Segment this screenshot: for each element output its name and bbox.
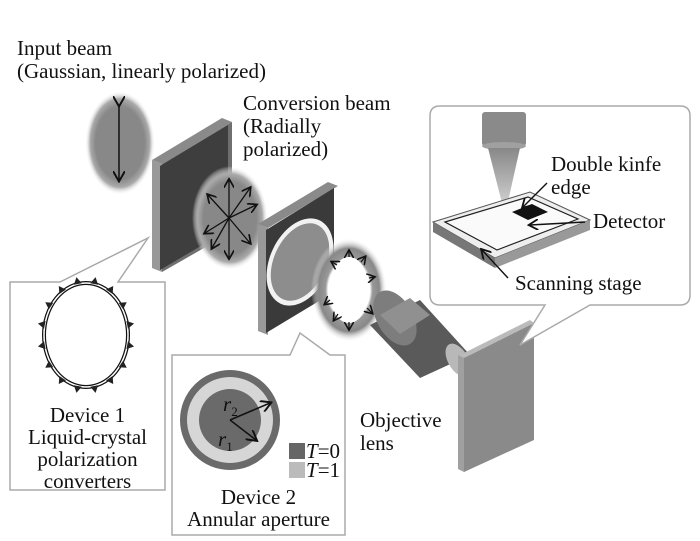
legend-t1: T=1 — [306, 458, 341, 482]
lc-segment — [118, 302, 127, 310]
lc-segment — [73, 385, 82, 393]
stage-pointer — [482, 250, 509, 279]
device1-line4: converters — [43, 469, 132, 493]
double-knife-edge — [512, 204, 548, 220]
input-beam-label: Input beam — [17, 36, 113, 60]
objective-lens-label-2: lens — [360, 431, 394, 455]
objective-lens-label: Objective — [360, 408, 442, 432]
r2-arrow — [229, 403, 270, 421]
scanning-stage — [431, 191, 592, 268]
lc-segment — [126, 341, 135, 350]
device1-line2: Liquid-crystal — [28, 425, 147, 449]
lc-segment — [58, 376, 66, 385]
lc-segment — [58, 285, 66, 294]
input-beam-desc: (Gaussian, linearly polarized) — [17, 59, 266, 83]
liquid-crystal-ring-icon — [37, 277, 135, 393]
double-knife-edge-label-2: edge — [551, 175, 591, 199]
lc-segment — [106, 376, 114, 385]
r2-label: r2 — [223, 392, 238, 420]
lc-segment — [37, 320, 46, 329]
r1-label: r1 — [218, 427, 233, 455]
radial-beam — [192, 166, 268, 270]
lc-segment — [45, 302, 54, 310]
sample-plate — [458, 320, 534, 472]
device2-subtitle: Annular aperture — [187, 507, 330, 531]
lc-segment — [126, 320, 135, 329]
detector-label: Detector — [593, 209, 666, 233]
device2-title: Device 2 — [220, 485, 297, 509]
legend-swatch-t0 — [289, 443, 305, 459]
device1-title: Device 1 — [49, 403, 126, 427]
legend-swatch-t1 — [289, 462, 305, 478]
ring-beam — [311, 238, 387, 342]
input-beam — [85, 91, 155, 195]
lc-segment — [106, 285, 114, 294]
scanning-stage-label: Scanning stage — [515, 271, 642, 295]
focusing-objective — [482, 112, 526, 215]
detector-pointer — [530, 222, 586, 225]
conversion-beam-desc-2: polarized) — [243, 137, 329, 161]
lc-segment — [90, 277, 99, 285]
conversion-beam-label: Conversion beam — [243, 91, 391, 115]
conversion-beam-desc-1: (Radially — [243, 114, 322, 138]
device1-callout — [9, 236, 166, 491]
lc-segment — [90, 385, 99, 393]
device1-line3: polarization — [37, 447, 138, 471]
knife-edge-pointer — [523, 182, 548, 207]
legend-t0: T=0 — [306, 439, 341, 463]
lc-segment — [37, 341, 46, 350]
lc-segment — [45, 360, 54, 368]
lc-segment — [118, 360, 127, 368]
lc-segment — [73, 277, 82, 285]
r1-arrow — [229, 419, 256, 440]
annular-aperture-icon — [180, 370, 280, 470]
double-knife-edge-label: Double kinfe — [551, 152, 662, 176]
